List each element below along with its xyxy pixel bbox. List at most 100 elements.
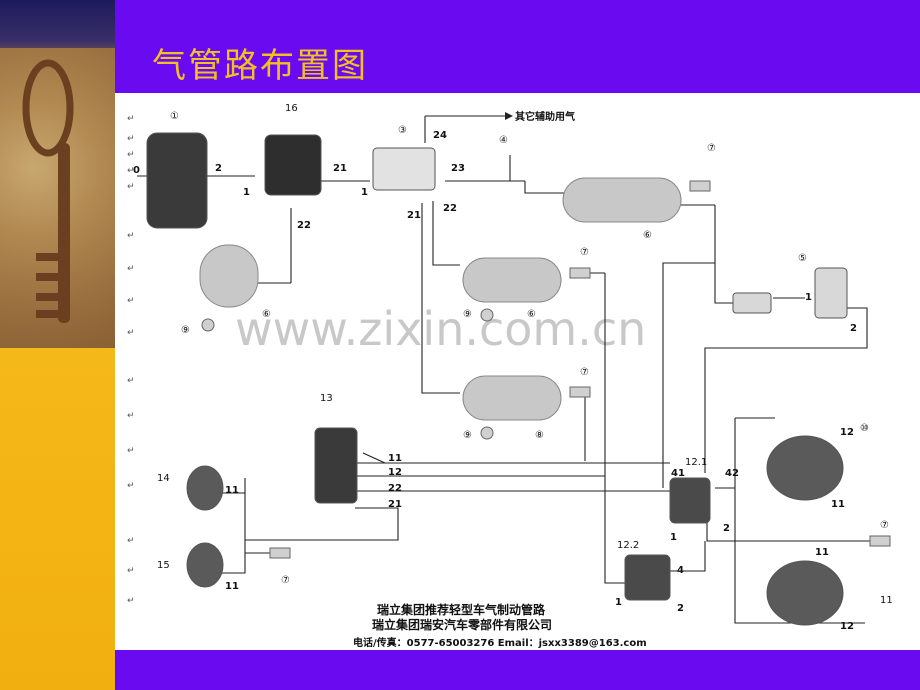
four-circuit-valve xyxy=(372,147,436,191)
svg-text:↵: ↵ xyxy=(127,264,135,274)
hand-brake-valve xyxy=(814,267,848,319)
bottom-band xyxy=(115,650,920,690)
svg-text:⑥: ⑥ xyxy=(527,309,536,320)
svg-text:⑧: ⑧ xyxy=(535,430,544,441)
svg-text:21: 21 xyxy=(407,210,421,221)
svg-text:2: 2 xyxy=(215,163,222,174)
svg-text:⑦: ⑦ xyxy=(707,143,716,154)
svg-text:12.2: 12.2 xyxy=(617,540,639,551)
callouts: ① 16 ③ ④ ⑥ ⑦ ⑥ ⑨ ⑦ ⑨ ⑥ ⑦ ⑨ ⑧ ⑤ 13 14 15 … xyxy=(157,103,893,606)
svg-text:1: 1 xyxy=(615,597,622,608)
svg-text:12: 12 xyxy=(840,427,854,438)
svg-text:1: 1 xyxy=(361,187,368,198)
svg-text:15: 15 xyxy=(157,560,170,571)
coupling xyxy=(732,292,772,314)
svg-text:1: 1 xyxy=(805,292,812,303)
svg-text:↵: ↵ xyxy=(127,566,135,576)
key-photo xyxy=(0,48,115,348)
svg-text:41: 41 xyxy=(671,468,685,479)
svg-text:⑦: ⑦ xyxy=(281,575,290,586)
svg-text:22: 22 xyxy=(297,220,311,231)
svg-text:电话/传真：0577-65003276 Email：jsxx: 电话/传真：0577-65003276 Email：jsxx3389@163.c… xyxy=(353,636,647,649)
svg-text:⑨: ⑨ xyxy=(463,309,472,320)
svg-text:↵: ↵ xyxy=(127,114,135,124)
relay-valve-top xyxy=(669,477,711,524)
svg-text:⑥: ⑥ xyxy=(262,309,271,320)
relay-valve-bottom xyxy=(624,554,671,601)
svg-text:⑨: ⑨ xyxy=(463,430,472,441)
brake-pedal-valve xyxy=(314,427,358,504)
compressor xyxy=(146,132,208,229)
svg-text:2: 2 xyxy=(723,523,730,534)
svg-text:↵: ↵ xyxy=(127,150,135,160)
svg-text:12.1: 12.1 xyxy=(685,457,707,468)
svg-text:↵: ↵ xyxy=(127,481,135,491)
svg-text:⑨: ⑨ xyxy=(181,325,190,336)
port-labels: 0 2 1 21 1 22 24 23 21 22 1 2 11 12 22 2… xyxy=(133,130,857,632)
svg-text:①: ① xyxy=(170,111,179,122)
svg-text:12: 12 xyxy=(840,621,854,632)
svg-text:⑩: ⑩ xyxy=(860,423,869,434)
svg-text:↵: ↵ xyxy=(127,596,135,606)
svg-text:4: 4 xyxy=(677,565,684,576)
svg-text:瑞立集团瑞安汽车零部件有限公司: 瑞立集团瑞安汽车零部件有限公司 xyxy=(372,617,552,632)
air-dryer xyxy=(264,134,322,196)
svg-text:↵: ↵ xyxy=(127,536,135,546)
rear-chamber-bottom xyxy=(766,560,844,626)
diagram-caption: 瑞立集团推荐轻型车气制动管路 瑞立集团瑞安汽车零部件有限公司 电话/传真：057… xyxy=(353,602,647,649)
svg-text:22: 22 xyxy=(443,203,457,214)
svg-text:③: ③ xyxy=(398,125,407,136)
svg-text:⑦: ⑦ xyxy=(580,247,589,258)
svg-text:13: 13 xyxy=(320,393,333,404)
low-tank xyxy=(462,375,562,421)
svg-text:11: 11 xyxy=(880,595,893,606)
svg-text:2: 2 xyxy=(677,603,684,614)
svg-text:↵: ↵ xyxy=(127,411,135,421)
devices xyxy=(146,132,848,626)
svg-text:11: 11 xyxy=(388,453,402,464)
front-chamber-bottom xyxy=(186,542,224,588)
svg-text:↵: ↵ xyxy=(127,182,135,192)
svg-text:14: 14 xyxy=(157,473,170,484)
drain-valves xyxy=(201,180,891,559)
svg-text:11: 11 xyxy=(815,547,829,558)
watermark: www.zixin.com.cn xyxy=(235,302,646,356)
svg-text:⑥: ⑥ xyxy=(643,230,652,241)
svg-text:↵: ↵ xyxy=(127,134,135,144)
left-tank xyxy=(199,244,259,308)
svg-text:↵: ↵ xyxy=(127,296,135,306)
svg-text:0: 0 xyxy=(133,165,140,176)
air-brake-diagram: ↵ ↵ ↵ ↵ ↵ ↵ ↵ ↵ ↵ ↵ ↵ ↵ ↵ ↵ ↵ ↵ www.zixin.com.cn xyxy=(115,93,920,650)
svg-text:⑦: ⑦ xyxy=(880,520,889,531)
svg-text:⑦: ⑦ xyxy=(580,367,589,378)
svg-text:21: 21 xyxy=(333,163,347,174)
svg-text:1: 1 xyxy=(243,187,250,198)
svg-text:↵: ↵ xyxy=(127,231,135,241)
svg-text:23: 23 xyxy=(451,163,465,174)
svg-text:↵: ↵ xyxy=(127,376,135,386)
front-chamber-top xyxy=(186,465,224,511)
svg-text:⑤: ⑤ xyxy=(798,253,807,264)
svg-text:16: 16 xyxy=(285,103,298,114)
mid-tank xyxy=(462,257,562,303)
svg-text:11: 11 xyxy=(225,581,239,592)
aux-arrow: 其它辅助用气 xyxy=(505,110,575,123)
svg-text:瑞立集团推荐轻型车气制动管路: 瑞立集团推荐轻型车气制动管路 xyxy=(377,602,546,617)
air-tanks xyxy=(199,177,682,421)
svg-text:42: 42 xyxy=(725,468,739,479)
slide-title: 气管路布置图 xyxy=(152,46,368,86)
svg-text:其它辅助用气: 其它辅助用气 xyxy=(515,110,575,123)
svg-text:④: ④ xyxy=(499,135,508,146)
svg-text:24: 24 xyxy=(433,130,447,141)
svg-text:1: 1 xyxy=(670,532,677,543)
svg-text:↵: ↵ xyxy=(127,446,135,456)
svg-text:2: 2 xyxy=(850,323,857,334)
main-tank xyxy=(562,177,682,223)
svg-text:11: 11 xyxy=(225,485,239,496)
svg-text:12: 12 xyxy=(388,467,402,478)
svg-text:11: 11 xyxy=(831,499,845,510)
svg-text:↵: ↵ xyxy=(127,328,135,338)
svg-text:↵: ↵ xyxy=(127,166,135,176)
margin-marks: ↵ ↵ ↵ ↵ ↵ ↵ ↵ ↵ ↵ ↵ ↵ ↵ ↵ ↵ ↵ ↵ xyxy=(127,114,135,606)
svg-text:22: 22 xyxy=(388,483,402,494)
